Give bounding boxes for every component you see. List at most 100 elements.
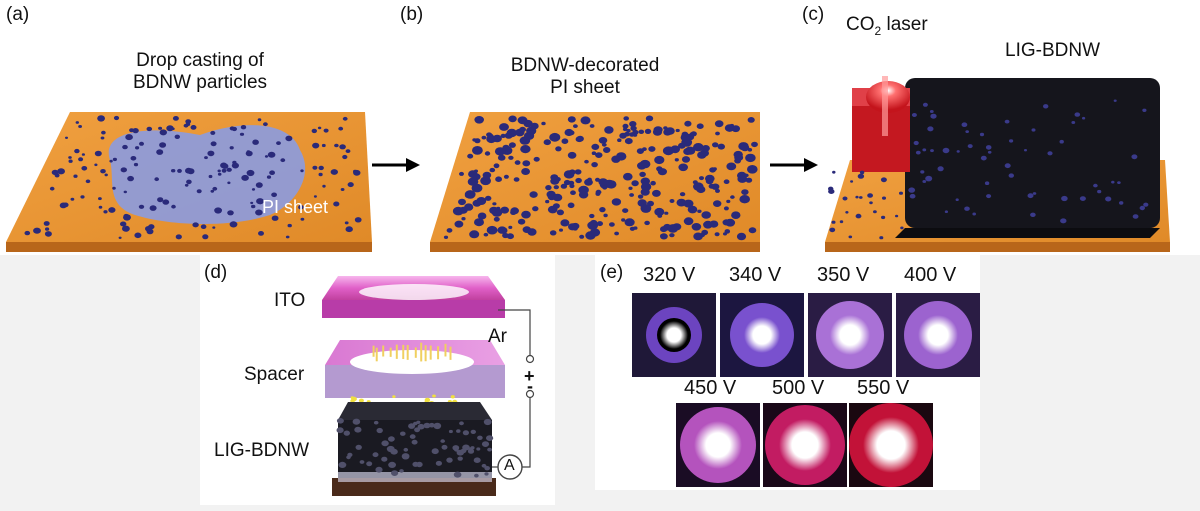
particle — [596, 221, 604, 227]
particle — [701, 211, 711, 219]
particle — [598, 137, 608, 144]
particle — [922, 148, 927, 152]
particle — [24, 230, 31, 236]
particle — [120, 167, 128, 173]
particle — [652, 128, 663, 136]
particle — [705, 178, 714, 185]
particle — [157, 197, 164, 203]
particle — [359, 460, 365, 464]
particle — [392, 395, 396, 398]
particle — [311, 128, 317, 134]
particle — [857, 173, 865, 179]
particle — [45, 227, 50, 231]
particle — [1043, 104, 1049, 109]
particle — [591, 162, 598, 168]
particle — [513, 177, 520, 182]
particle — [493, 216, 500, 222]
particle — [51, 169, 59, 176]
particle — [747, 117, 755, 123]
particle — [572, 223, 577, 227]
particle — [109, 159, 113, 163]
particle — [350, 399, 355, 403]
particle — [729, 123, 735, 128]
particle — [1032, 192, 1037, 195]
particle — [312, 142, 320, 149]
particle — [204, 156, 208, 160]
particle — [134, 232, 142, 239]
particle — [564, 128, 574, 137]
spacer-label: Spacer — [244, 364, 305, 385]
particle — [317, 126, 322, 130]
particle — [158, 126, 163, 130]
particle — [848, 235, 853, 239]
particle — [229, 146, 234, 150]
particle — [850, 180, 854, 183]
particle — [264, 155, 269, 158]
particle — [471, 183, 483, 193]
particle — [1105, 196, 1112, 202]
particle — [508, 115, 517, 123]
particle — [208, 174, 213, 179]
particle — [135, 146, 140, 150]
particles-b — [443, 115, 758, 241]
particle — [159, 129, 167, 136]
particle — [508, 225, 513, 229]
particle — [339, 144, 346, 150]
particle — [693, 143, 704, 152]
particle — [587, 177, 592, 182]
particle — [855, 195, 859, 199]
panel-e-tag: (e) — [600, 262, 624, 283]
particle — [154, 177, 159, 182]
particle — [667, 148, 672, 152]
particle — [453, 471, 462, 478]
particle — [458, 198, 466, 206]
particle — [644, 220, 650, 226]
particle — [602, 185, 608, 190]
discharge-images — [632, 293, 980, 487]
particle — [622, 123, 629, 129]
particle — [644, 128, 652, 134]
particle — [346, 455, 351, 460]
particle — [867, 193, 873, 198]
particle — [500, 133, 506, 138]
particle — [1009, 139, 1014, 143]
particle — [212, 186, 218, 191]
particle — [226, 167, 232, 172]
particle — [506, 128, 517, 138]
particle — [645, 115, 654, 122]
particle — [469, 230, 480, 239]
particle — [908, 187, 916, 193]
particle — [343, 430, 350, 436]
particle — [467, 177, 479, 186]
particle — [678, 163, 688, 172]
particle — [631, 180, 639, 187]
particle — [831, 220, 836, 224]
particle — [1132, 214, 1139, 219]
particle — [521, 168, 530, 175]
plus-terminal: + — [524, 366, 535, 386]
particle — [345, 226, 353, 233]
panel-a-caption-2: BDNW particles — [132, 72, 268, 93]
particle — [159, 142, 167, 148]
particle — [423, 422, 431, 429]
panel-b-tag: (b) — [400, 4, 424, 25]
particle — [684, 120, 692, 127]
particle — [280, 158, 286, 163]
particle — [162, 199, 170, 205]
particle — [149, 205, 157, 211]
particle — [123, 190, 128, 194]
particle — [717, 143, 725, 150]
particle — [859, 170, 865, 175]
particle — [622, 127, 628, 132]
voltage-label: 400 V — [904, 264, 957, 286]
particle — [269, 170, 275, 175]
particle — [1071, 121, 1076, 124]
particle — [239, 132, 245, 136]
particle — [747, 165, 758, 174]
particle — [452, 445, 460, 451]
particle — [526, 126, 537, 135]
particle — [472, 138, 477, 142]
particle — [603, 147, 611, 153]
particle — [472, 146, 483, 155]
